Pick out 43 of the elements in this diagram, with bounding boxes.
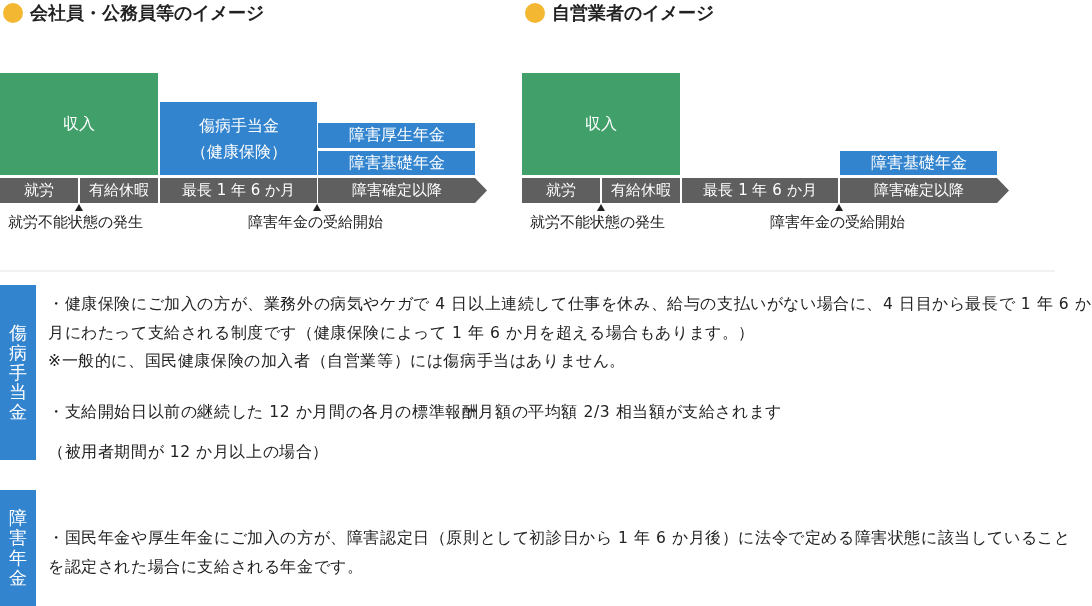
timeline-caption: 障害年金の受給開始 bbox=[248, 213, 383, 232]
timeline-segment bbox=[682, 178, 838, 203]
block-label: 就労 bbox=[24, 181, 54, 200]
timeline-segment bbox=[0, 178, 78, 203]
timeline-arrow-segment bbox=[318, 178, 487, 203]
pension-block bbox=[840, 151, 997, 175]
pension-block bbox=[318, 123, 475, 148]
section-tab bbox=[0, 285, 36, 460]
timeline-caption: 就労不能状態の発生 bbox=[8, 213, 143, 232]
timeline-segment bbox=[80, 178, 158, 203]
benefit-block bbox=[160, 102, 317, 175]
section-heading: 会社員・公務員等のイメージ bbox=[30, 1, 264, 25]
description-text: （被用者期間が 12 か月以上の場合） bbox=[48, 442, 329, 463]
block-label: 最長 1 年 6 か月 bbox=[703, 181, 817, 200]
block-label: 障害確定以降 bbox=[873, 181, 964, 200]
tab-label: 障害年金 bbox=[9, 508, 27, 588]
block-label: 最長 1 年 6 か月 bbox=[181, 181, 296, 200]
description-text: ・国民年金や厚生年金にご加入の方が、障害認定日（原則として初診日から 1 年 6 か月後）に法令で定める障害状態に該当していることを認定された場合に支給される年金です。 bbox=[48, 528, 1072, 578]
block-label: 収入 bbox=[63, 113, 95, 135]
block-label: 傷病手当金（健康保険） bbox=[189, 114, 288, 163]
block-label: 障害基礎年金 bbox=[348, 152, 445, 174]
timeline-caption: 障害年金の受給開始 bbox=[770, 213, 905, 232]
block-label: 収入 bbox=[585, 113, 617, 135]
timeline-segment bbox=[160, 178, 317, 203]
timeline-segment bbox=[522, 178, 600, 203]
section-tab bbox=[0, 490, 36, 606]
block-label: 障害基礎年金 bbox=[870, 152, 967, 174]
description-text: ・支給開始日以前の継続した 12 か月間の各月の標準報酬月額の平均額 2/3 相当額が支給されます bbox=[48, 402, 782, 423]
section-heading: 自営業者のイメージ bbox=[552, 1, 714, 25]
block-label: 障害確定以降 bbox=[351, 181, 442, 200]
timeline-caption: 就労不能状態の発生 bbox=[530, 213, 665, 232]
income-block bbox=[522, 73, 680, 175]
block-label: 障害厚生年金 bbox=[348, 125, 445, 146]
income-block bbox=[0, 73, 158, 175]
block-label: 就労 bbox=[546, 181, 576, 200]
block-label: 有給休暇 bbox=[611, 181, 671, 200]
timeline-arrow-segment bbox=[840, 178, 1009, 203]
tab-label: 傷病手当金 bbox=[9, 323, 27, 422]
pension-block bbox=[318, 151, 475, 175]
block-label: 有給休暇 bbox=[89, 181, 149, 200]
description-text: ※一般的に、国民健康保険の加入者（自営業等）には傷病手当はありません。 bbox=[48, 351, 626, 372]
description-text: ・健康保険にご加入の方が、業務外の病気やケガで 4 日以上連続して仕事を休み、給与の支払いがない場合に、4 日目から最長で 1 年 6 か月にわたって支給される制度です（健康保険によって 1 年 6 か月を超える場合もあります。） bbox=[48, 294, 1092, 344]
timeline-segment bbox=[602, 178, 680, 203]
